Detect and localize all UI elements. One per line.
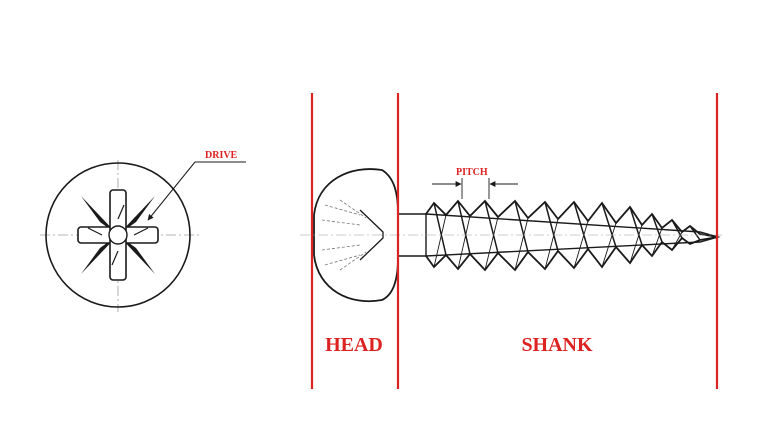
drive-callout: DRIVE <box>147 150 246 221</box>
head-label: HEAD <box>325 334 383 356</box>
head-outline-circle <box>45 162 191 308</box>
shank-label: SHANK <box>521 334 593 356</box>
head-top-view <box>40 160 200 312</box>
recess-cone <box>359 209 384 261</box>
drive-leader-arrow <box>147 161 196 221</box>
section-dividers <box>310 93 719 389</box>
pitch-callout: PITCH <box>432 167 518 199</box>
screw-side-view <box>300 168 722 303</box>
drive-label: DRIVE <box>205 150 238 161</box>
pozidrive-recess <box>77 189 159 281</box>
screw-neck <box>398 213 426 257</box>
pitch-label: PITCH <box>456 167 488 178</box>
thread-profile <box>425 199 719 272</box>
